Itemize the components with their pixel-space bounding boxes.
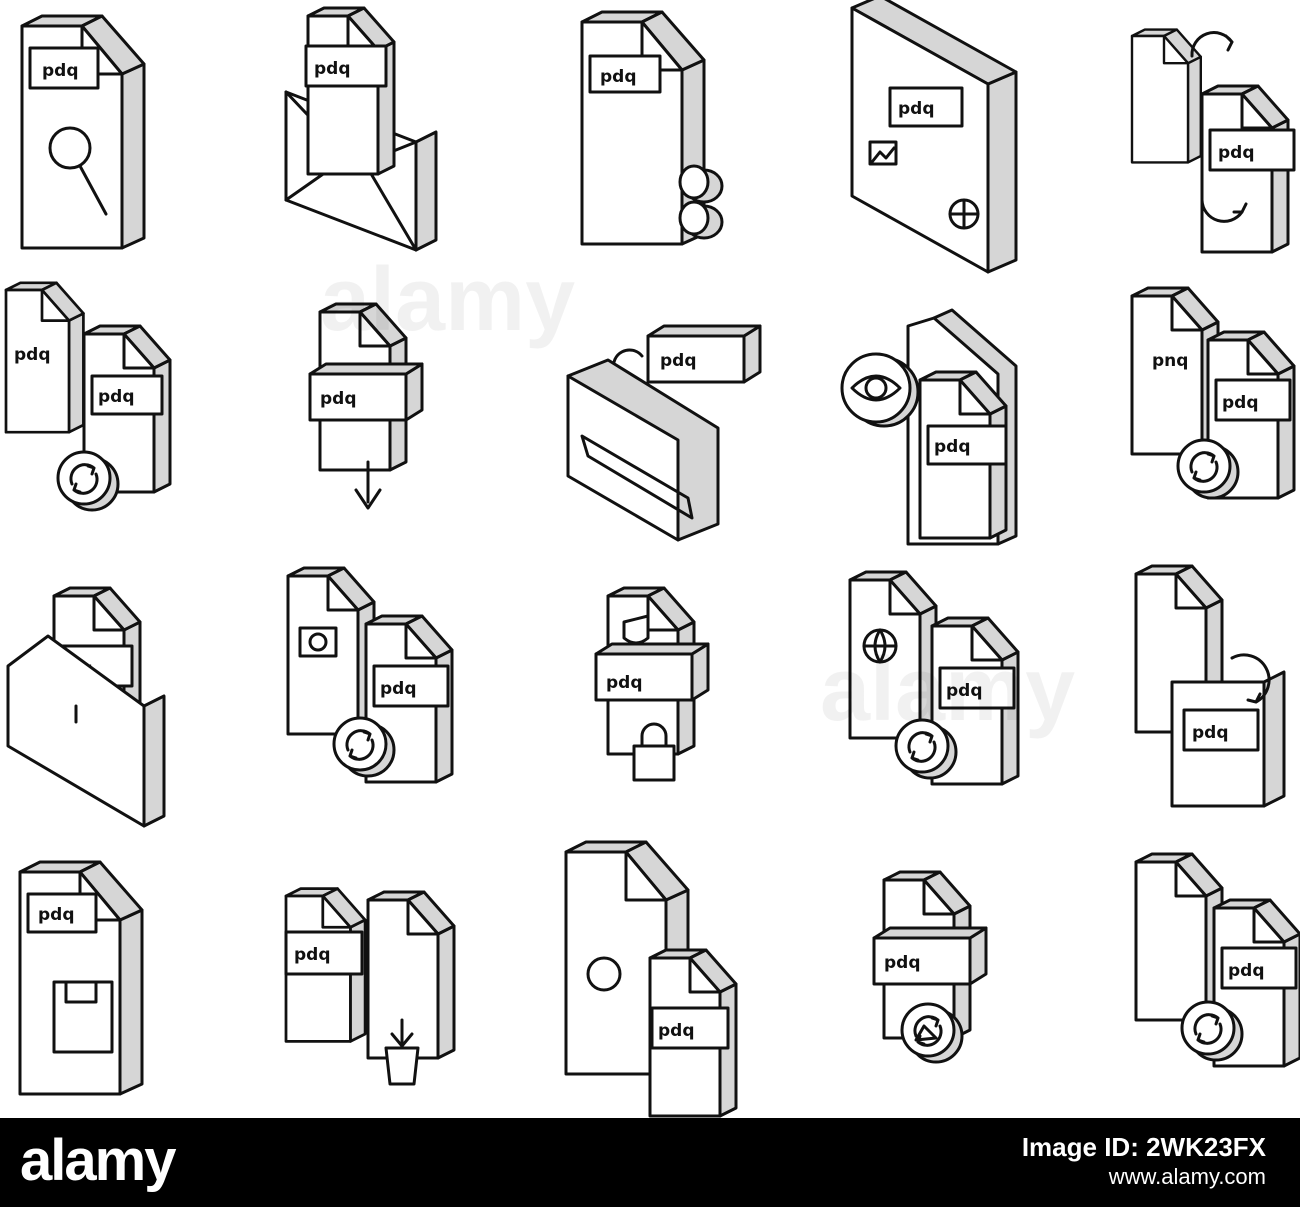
svg-text:pdq: pdq [320, 389, 357, 409]
pdq-file-protected-icon: pdq [594, 586, 710, 782]
pdq-file-audio-icon: pdq [564, 840, 738, 1118]
footer-meta: Image ID: 2WK23FX www.alamy.com [1022, 1132, 1266, 1192]
alamy-logo: alamy [20, 1126, 176, 1196]
svg-text:pdq: pdq [42, 61, 79, 81]
pdq-file-attach-icon: pdq [580, 10, 724, 246]
pdq-file-save-icon: pdq [18, 860, 144, 1096]
svg-text:pdq: pdq [1218, 143, 1255, 163]
svg-text:pdq: pdq [314, 59, 351, 79]
svg-text:pdq: pdq [946, 681, 983, 701]
pdq-document-image-icon: pdq [850, 0, 1018, 274]
svg-text:pdq: pdq [660, 351, 697, 371]
svg-text:pdq: pdq [1222, 393, 1259, 413]
svg-text:pdq: pdq [606, 673, 643, 693]
web-to-pdq-convert-icon: pdq [848, 570, 1020, 786]
pdq-file-folder-icon: pdq [6, 586, 166, 828]
icon-grid: pdq pdq pdq pdq pdq [4, 0, 1300, 1118]
footer-bar: alamy Image ID: 2WK23FX www.alamy.com [0, 1118, 1300, 1207]
pdq-file-print-icon: pdq [566, 324, 762, 542]
svg-text:pdq: pdq [884, 953, 921, 973]
watermark-text: alamy [320, 250, 575, 350]
svg-text:pdq: pdq [658, 1021, 695, 1041]
pdq-file-convert-icon: pdq pdq [4, 281, 172, 512]
footer-logo-text: alamy [20, 1128, 176, 1193]
file-to-pdq-convert-icon: pdq [1134, 852, 1300, 1068]
pdq-file-email-icon: pdq [284, 6, 438, 252]
svg-text:pdq: pdq [934, 437, 971, 457]
svg-text:pdq: pdq [14, 345, 51, 365]
pdq-file-mobile-view-icon: pdq [840, 308, 1018, 546]
watermark-text: alamy [820, 640, 1075, 740]
svg-text:pdq: pdq [98, 387, 135, 407]
photo-to-pdq-convert-icon: pdq [286, 566, 454, 784]
svg-text:pdq: pdq [600, 67, 637, 87]
png-to-pdq-convert-icon: pnq pdq [1130, 286, 1296, 500]
svg-text:pdq: pdq [1228, 961, 1265, 981]
pdq-file-edit-icon: pdq [872, 870, 988, 1064]
svg-text:pdq: pdq [294, 945, 331, 965]
pdq-file-download-icon: pdq [308, 302, 424, 510]
svg-text:pnq: pnq [1152, 351, 1188, 371]
svg-text:pdq: pdq [380, 679, 417, 699]
pdq-file-sync-icon: pdq [1130, 28, 1296, 254]
pdq-file-delete-icon: pdq [284, 887, 456, 1086]
site-url-text: www.alamy.com [1108, 1164, 1266, 1189]
pdq-file-search-icon: pdq [20, 14, 146, 250]
svg-text:pdq: pdq [38, 905, 75, 925]
image-id-text: Image ID: 2WK23FX [1021, 1132, 1266, 1162]
svg-text:pdq: pdq [1192, 723, 1229, 743]
svg-text:pdq: pdq [898, 99, 935, 119]
pdq-file-export-icon: pdq [1134, 564, 1286, 808]
